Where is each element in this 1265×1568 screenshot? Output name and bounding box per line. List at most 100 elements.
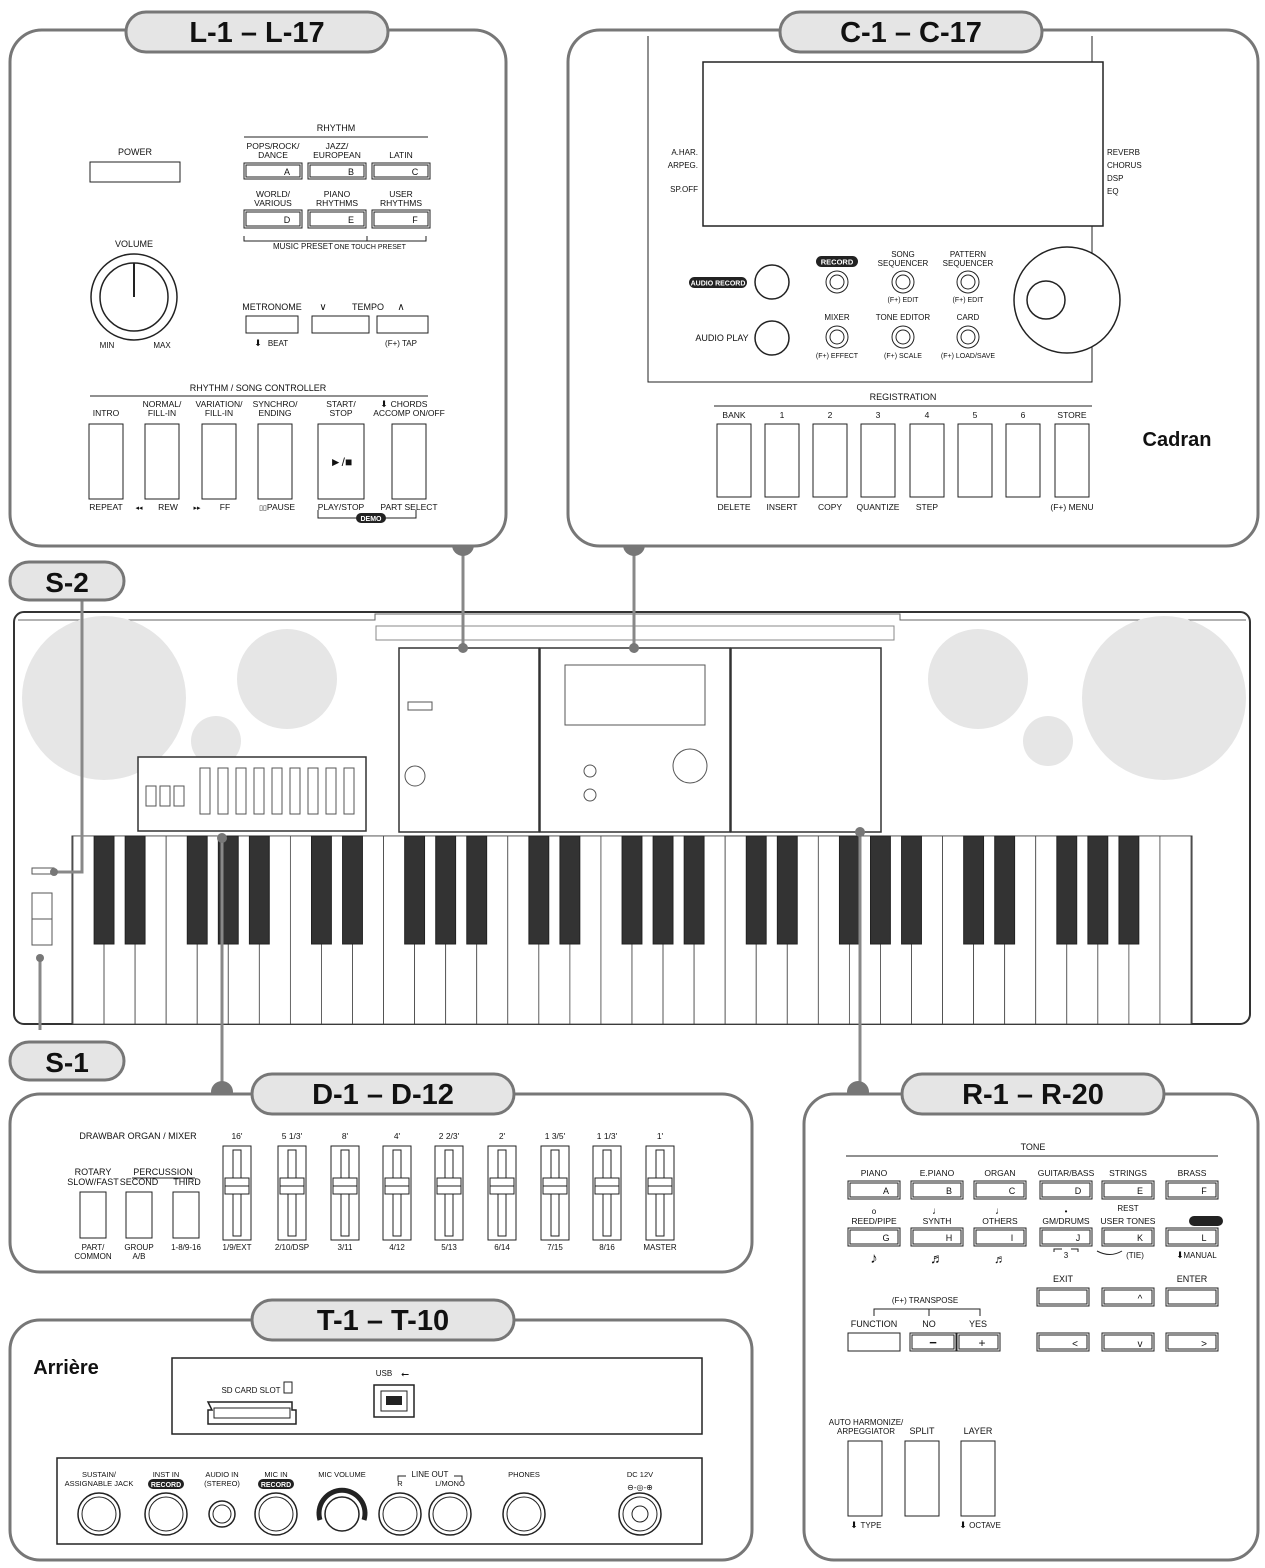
drawbar-button-label: PART/ <box>82 1243 106 1252</box>
registration-button[interactable] <box>957 423 993 498</box>
controller-button[interactable] <box>391 423 427 500</box>
black-key[interactable] <box>776 835 798 945</box>
black-key[interactable] <box>435 835 457 945</box>
registration-button[interactable] <box>1005 423 1041 498</box>
left-panel-label: L-1 – L-17 <box>189 17 324 49</box>
drawbar-function-button[interactable] <box>79 1191 107 1239</box>
black-key[interactable] <box>652 835 674 945</box>
black-key[interactable] <box>683 835 705 945</box>
drawbar-function-button[interactable] <box>125 1191 153 1239</box>
black-key[interactable] <box>93 835 115 945</box>
audio-record-button[interactable] <box>754 264 790 300</box>
demo-badge <box>356 513 386 523</box>
controller-button[interactable] <box>257 423 293 500</box>
controller-bottom-label: PAUSE <box>267 502 296 512</box>
black-key[interactable] <box>963 835 985 945</box>
controller-button[interactable] <box>144 423 180 500</box>
black-key[interactable] <box>1087 835 1109 945</box>
tempo-down-button[interactable] <box>311 315 370 334</box>
controller-button[interactable] <box>317 423 365 500</box>
controller-top-label: ENDING <box>258 408 291 418</box>
display-indicator: A.HAR. <box>671 148 698 157</box>
tone-key-letter: G <box>882 1233 889 1243</box>
black-key[interactable] <box>466 835 488 945</box>
sd-card-slot[interactable] <box>213 1407 291 1419</box>
registration-button[interactable] <box>1054 423 1090 498</box>
metronome-button[interactable] <box>245 315 299 334</box>
yes-button[interactable]: + <box>978 1336 985 1350</box>
rear-panel-label: T-1 – T-10 <box>317 1305 449 1337</box>
transpose-label: (F+) TRANSPOSE <box>892 1296 958 1305</box>
drawbar-footage-label: 2 2/3' <box>439 1131 460 1141</box>
power-button[interactable] <box>89 161 181 183</box>
usb-label: USB <box>376 1369 392 1378</box>
tone-key-letter: I <box>1011 1233 1014 1243</box>
registration-top-label: 3 <box>876 410 881 420</box>
registration-button[interactable] <box>764 423 800 498</box>
black-key[interactable] <box>404 835 426 945</box>
mic-volume-knob[interactable] <box>324 1496 360 1532</box>
split-button[interactable] <box>904 1440 940 1517</box>
tempo-up-button[interactable] <box>376 315 429 334</box>
registration-button[interactable] <box>812 423 848 498</box>
demo-label: DEMO <box>361 516 383 523</box>
registration-top-label: BANK <box>722 410 745 420</box>
black-key[interactable] <box>559 835 581 945</box>
rhythm-top-label: DANCE <box>258 150 288 160</box>
drawbar-footage-label: 1 1/3' <box>597 1131 618 1141</box>
display-indicator: SP.OFF <box>670 185 698 194</box>
black-key[interactable] <box>838 835 860 945</box>
tie-label: (TIE) <box>1126 1251 1144 1260</box>
audio-play-button[interactable] <box>754 320 790 356</box>
drawbar-function-button[interactable] <box>172 1191 200 1239</box>
registration-button[interactable] <box>860 423 896 498</box>
black-key[interactable] <box>342 835 363 945</box>
svg-text:♬: ♬ <box>930 1250 944 1266</box>
black-key[interactable] <box>1056 835 1078 945</box>
tone-key-letter: J <box>1076 1233 1081 1243</box>
drawbar-title: DRAWBAR ORGAN / MIXER <box>79 1131 197 1141</box>
display-indicator: ARPEG. <box>668 161 698 170</box>
registration-button[interactable] <box>716 423 752 498</box>
black-key[interactable] <box>248 835 270 945</box>
controller-top-label: INTRO <box>93 408 120 418</box>
overview-right-panel <box>730 647 882 833</box>
volume-min-label: MIN <box>100 341 115 350</box>
controller-top-label: ACCOMP ON/OFF <box>373 408 445 418</box>
controller-button[interactable] <box>88 423 124 500</box>
black-key[interactable] <box>528 835 550 945</box>
registration-top-label: 4 <box>925 410 930 420</box>
black-key[interactable] <box>1118 835 1140 945</box>
usb-icon: ⭠ <box>401 1369 409 1380</box>
black-key[interactable] <box>621 835 643 945</box>
black-key[interactable] <box>311 835 332 945</box>
dial-knob[interactable] <box>1026 280 1066 320</box>
black-key[interactable] <box>124 835 146 945</box>
black-key[interactable] <box>186 835 208 945</box>
tone-key-letter: H <box>946 1233 953 1243</box>
svg-text:PERCUSSION: PERCUSSION <box>133 1167 193 1177</box>
jack-label: AUDIO IN <box>205 1470 238 1479</box>
function-button[interactable] <box>847 1332 901 1352</box>
controller-top-label: SYNCHRO/ <box>253 399 299 409</box>
drawbar-panel-label: D-1 – D-12 <box>312 1079 454 1111</box>
registration-title: REGISTRATION <box>870 392 937 402</box>
auto-harmonize-button[interactable] <box>847 1440 883 1517</box>
black-key[interactable] <box>994 835 1016 945</box>
dial-outer[interactable] <box>1013 246 1121 354</box>
rhythm-top-label: EUROPEAN <box>313 150 361 160</box>
registration-button[interactable] <box>909 423 945 498</box>
jack-label: MIC IN <box>264 1470 287 1479</box>
black-key[interactable] <box>870 835 891 945</box>
s2-label: S-2 <box>45 567 89 598</box>
black-key[interactable] <box>745 835 767 945</box>
jack-label: DC 12V <box>627 1470 653 1479</box>
no-button[interactable]: − <box>929 1335 937 1350</box>
black-key[interactable] <box>901 835 922 945</box>
white-key[interactable] <box>1159 835 1192 1025</box>
layer-button[interactable] <box>960 1440 996 1517</box>
svg-text:⬇: ⬇ <box>850 1520 858 1530</box>
record-label: RECORD <box>821 258 854 267</box>
registration-bottom-label: COPY <box>818 502 842 512</box>
controller-button[interactable] <box>201 423 237 500</box>
